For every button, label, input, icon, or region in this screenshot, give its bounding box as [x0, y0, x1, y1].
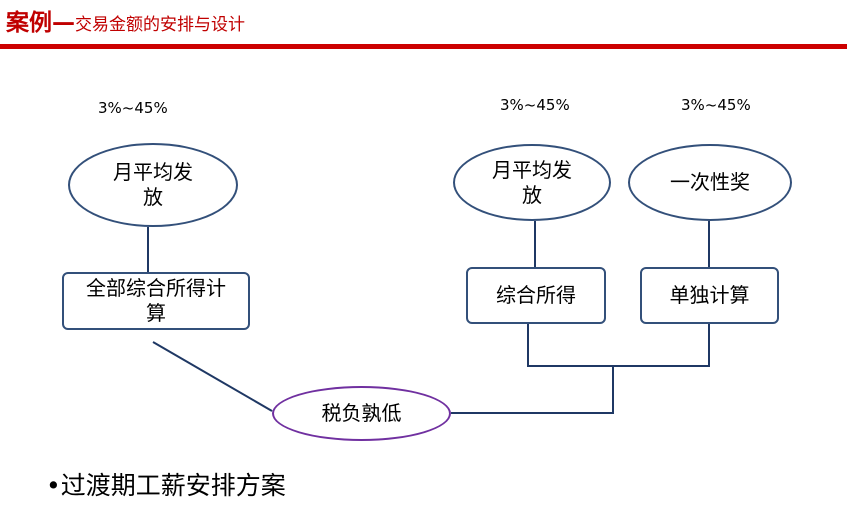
node-text: 放	[522, 182, 542, 207]
page-title: 案例—交易金额的安排与设计	[6, 12, 245, 35]
node-one-time-bonus: 一次性奖	[628, 144, 792, 221]
connector-left-diagonal	[152, 341, 273, 412]
rate-label-left: 3%~45%	[98, 99, 168, 117]
node-text: 月平均发	[113, 160, 193, 184]
node-text: 综合所得	[496, 283, 576, 307]
node-text: 算	[146, 301, 166, 325]
node-text: 月平均发	[492, 157, 572, 182]
rate-label-middle: 3%~45%	[500, 96, 570, 114]
node-separate-calculation: 单独计算	[640, 267, 779, 324]
node-comprehensive-income: 综合所得	[466, 267, 606, 324]
node-text: 放	[143, 185, 163, 209]
node-monthly-payout-middle: 月平均发放	[453, 144, 611, 221]
node-text: 一次性奖	[670, 170, 750, 194]
node-full-comprehensive-income: 全部综合所得计算	[62, 272, 250, 330]
rate-label-right: 3%~45%	[681, 96, 751, 114]
title-sub: 交易金额的安排与设计	[75, 15, 245, 35]
bullet-transition-plan: •过渡期工薪安排方案	[46, 471, 286, 500]
connector-bracket-stem	[451, 366, 614, 414]
node-text: 全部综合所得计	[86, 276, 226, 300]
node-lower-tax-burden: 税负孰低	[272, 386, 451, 441]
title-divider	[0, 44, 847, 49]
node-text: 单独计算	[669, 283, 750, 307]
node-text: 税负孰低	[321, 401, 402, 425]
connector-bracket	[527, 324, 710, 367]
title-main: 案例—	[6, 10, 75, 36]
node-monthly-payout-left: 月平均发放	[68, 143, 238, 227]
